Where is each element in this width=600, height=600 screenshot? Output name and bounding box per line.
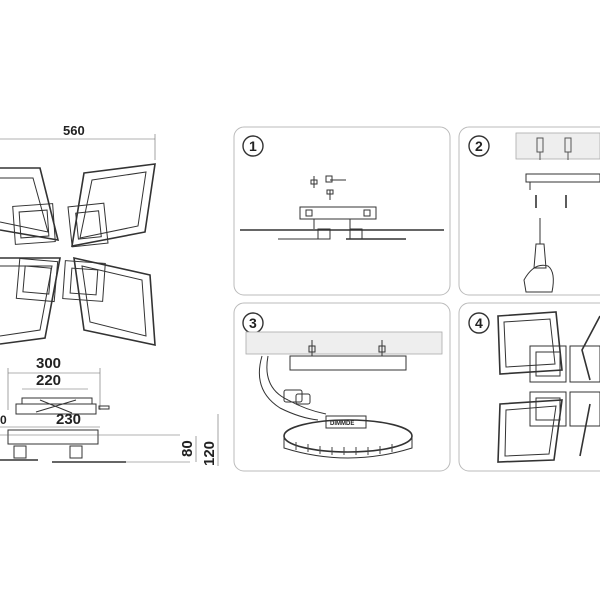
dimension-560: 560: [0, 123, 156, 160]
step-panel-4: 4: [458, 302, 600, 472]
dimension-height-total: 120: [201, 441, 218, 466]
petal-lower-right: [62, 256, 156, 347]
step-number: 2: [475, 138, 483, 154]
petal-upper-left: [0, 167, 60, 245]
dimension-bracket-inner: 220: [36, 372, 61, 389]
bracket-side-view: 300 220 230 0 80 120: [0, 355, 219, 466]
step-number: 4: [475, 315, 483, 331]
step-panel-2: 2: [458, 126, 600, 296]
dimension-base-width: 230: [56, 411, 81, 428]
dimension-height-body: 80: [179, 440, 196, 457]
step-number: 3: [249, 315, 257, 331]
step-number-badge: [242, 135, 264, 157]
lamp-top-view: 560: [0, 123, 156, 347]
petal-lower-left: [0, 257, 61, 345]
dimension-bracket-outer: 300: [36, 355, 61, 372]
driver-label: DIMMDE: [330, 421, 354, 427]
step-number: 1: [249, 138, 257, 154]
dimension-width-label: 560: [63, 123, 85, 138]
svg-text:0: 0: [0, 413, 7, 427]
lamp-side-profile: [0, 429, 190, 463]
mounting-bracket: [15, 397, 110, 415]
petal-upper-right: [67, 163, 156, 248]
step-panel-1: 1: [233, 126, 451, 296]
step-panel-3: 3 DIMMDE: [233, 302, 451, 472]
